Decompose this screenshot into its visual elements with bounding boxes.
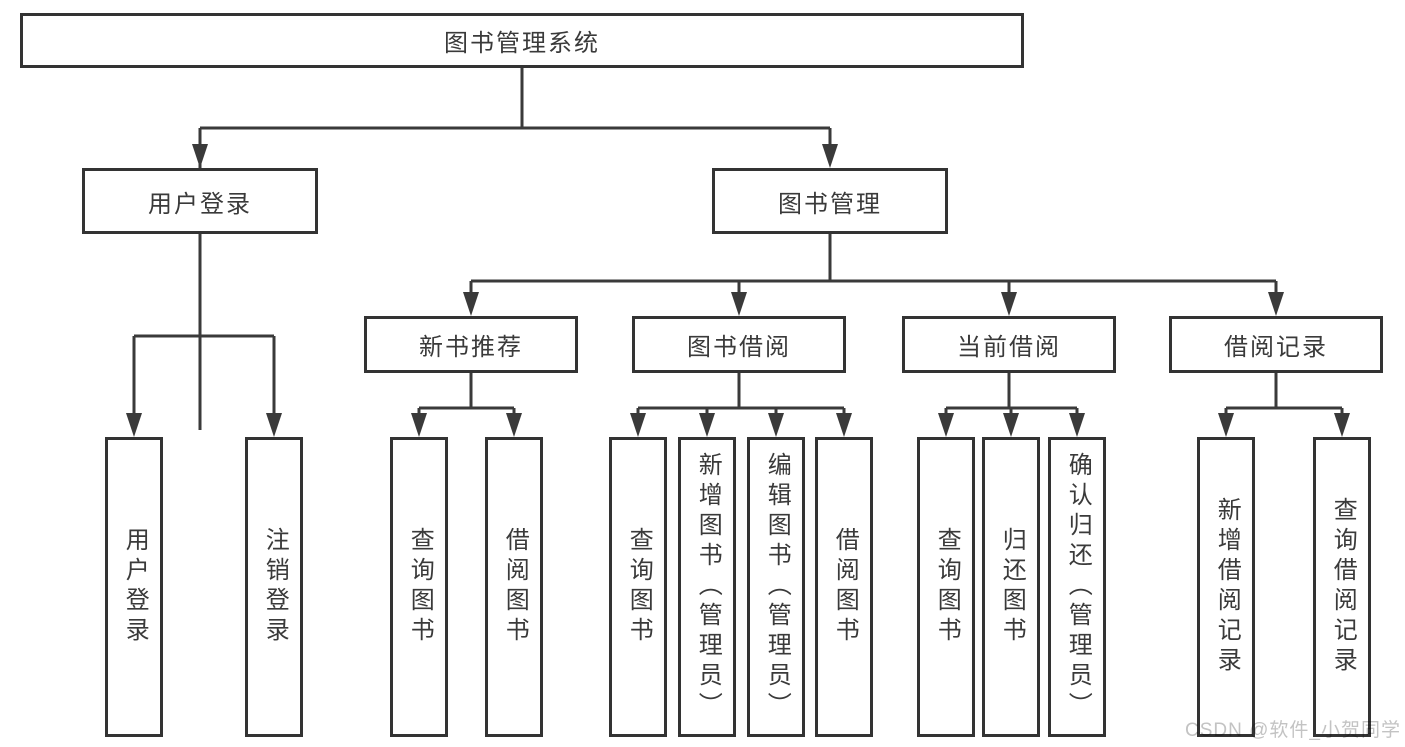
leaf-edit-books-admin: 编辑图书（管理员）	[747, 437, 805, 737]
node-label: 新增借阅记录	[1213, 497, 1241, 677]
leaf-borrow-books-recommend: 借阅图书	[485, 437, 543, 737]
node-label: 查询图书	[625, 527, 653, 647]
leaf-query-books-borrow: 查询图书	[609, 437, 667, 737]
arrowhead	[1003, 413, 1019, 437]
leaf-logout: 注销登录	[245, 437, 303, 737]
node-label: 确认归还（管理员）	[1064, 452, 1092, 722]
node-label: 查询借阅记录	[1329, 497, 1357, 677]
connector-user-login-children	[132, 234, 276, 428]
leaf-borrow-books: 借阅图书	[815, 437, 873, 737]
leaf-add-borrow-record: 新增借阅记录	[1197, 437, 1255, 737]
leaf-user-login: 用户登录	[105, 437, 163, 737]
connector-book-mgmt-children	[469, 234, 1278, 308]
leaf-return-books: 归还图书	[982, 437, 1040, 737]
node-label: 新增图书（管理员）	[694, 452, 722, 722]
node-book-borrow: 图书借阅	[632, 316, 846, 373]
node-borrow-records: 借阅记录	[1169, 316, 1383, 373]
node-label: 当前借阅	[957, 334, 1061, 361]
node-current-borrow: 当前借阅	[902, 316, 1116, 373]
arrowhead	[699, 413, 715, 437]
leaf-query-books-current: 查询图书	[917, 437, 975, 737]
node-label: 借阅图书	[831, 527, 859, 647]
arrowhead	[822, 144, 838, 168]
arrowhead	[192, 144, 208, 168]
node-label: 借阅记录	[1224, 334, 1328, 361]
node-label: 编辑图书（管理员）	[763, 452, 791, 722]
node-user-login: 用户登录	[82, 168, 318, 234]
node-label: 新书推荐	[419, 334, 523, 361]
leaf-confirm-return-admin: 确认归还（管理员）	[1048, 437, 1106, 737]
arrowhead	[266, 413, 282, 437]
connector-new-books-children	[417, 373, 516, 428]
arrowheads	[126, 144, 1350, 437]
arrowhead	[1268, 292, 1284, 316]
node-label: 查询图书	[933, 527, 961, 647]
arrowhead	[506, 413, 522, 437]
node-label: 归还图书	[998, 527, 1026, 647]
connector-root-to-level2	[198, 68, 832, 430]
node-label: 图书借阅	[687, 334, 791, 361]
node-label: 用户登录	[121, 527, 149, 647]
node-label: 借阅图书	[501, 527, 529, 647]
arrowhead	[1218, 413, 1234, 437]
arrowhead	[1001, 292, 1017, 316]
arrowhead	[768, 413, 784, 437]
node-book-management: 图书管理	[712, 168, 948, 234]
leaf-query-books-recommend: 查询图书	[390, 437, 448, 737]
arrowhead	[411, 413, 427, 437]
arrowhead	[1069, 413, 1085, 437]
arrowhead	[630, 413, 646, 437]
node-label: 注销登录	[261, 527, 289, 647]
connector-borrow-records-children	[1224, 373, 1344, 428]
arrowhead	[463, 292, 479, 316]
node-label: 用户登录	[148, 190, 252, 218]
node-label: 查询图书	[406, 527, 434, 647]
arrowhead	[836, 413, 852, 437]
node-label: 图书管理	[778, 190, 882, 218]
node-label: 图书管理系统	[444, 30, 600, 57]
arrowhead	[731, 292, 747, 316]
arrowhead	[1334, 413, 1350, 437]
connector-book-borrow-children	[636, 373, 846, 428]
leaf-add-books-admin: 新增图书（管理员）	[678, 437, 736, 737]
arrowhead	[938, 413, 954, 437]
arrowhead	[126, 413, 142, 437]
node-new-book-recommend: 新书推荐	[364, 316, 578, 373]
csdn-watermark: CSDN @软件_小贺同学	[1185, 720, 1401, 741]
node-library-management-system: 图书管理系统	[20, 13, 1024, 68]
leaf-query-borrow-record: 查询借阅记录	[1313, 437, 1371, 737]
